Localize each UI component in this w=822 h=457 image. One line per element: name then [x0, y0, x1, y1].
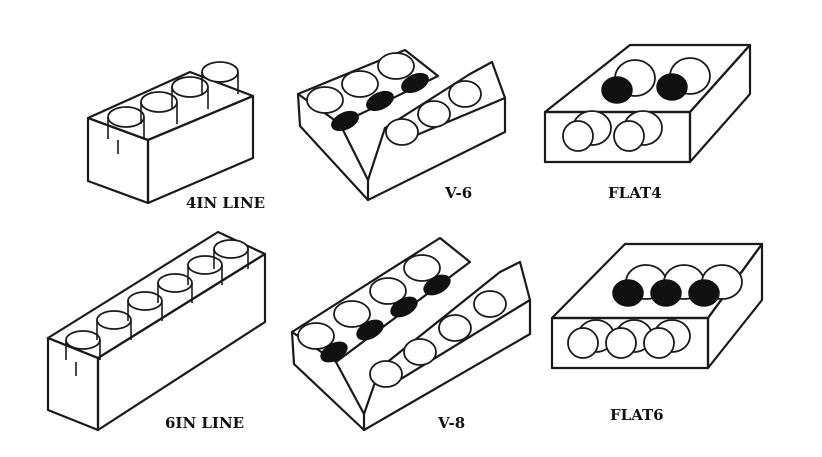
flat6-cylinder [644, 320, 690, 358]
v6-engine-block [298, 50, 505, 200]
v8-right-bank-cylinder [474, 291, 506, 317]
v8-label: V-8 [437, 414, 465, 432]
inline6-cylinder [188, 256, 222, 285]
v8-engine-block [292, 238, 530, 430]
v6-right-bank-cylinder [449, 81, 481, 107]
flat4-engine-block [545, 45, 750, 162]
v8-right-bank-cylinder [404, 339, 436, 365]
flat4-label: FLAT4 [608, 184, 662, 202]
v8-left-bank-piston [298, 323, 350, 366]
v6-label: V-6 [444, 184, 472, 202]
inline6-label: 6IN LINE [165, 414, 244, 432]
v6-right-bank-cylinder [418, 101, 450, 127]
v8-right-bank-cylinder [439, 315, 471, 341]
v8-left-bank-piston [370, 278, 420, 321]
flat6-engine-block [552, 244, 762, 368]
v8-left-bank-piston [334, 301, 386, 344]
flat4-cylinder [614, 111, 662, 151]
v6-right-bank-cylinder [386, 119, 418, 145]
v8-left-bank-piston [404, 255, 453, 299]
v6-left-bank-piston [378, 53, 431, 96]
inline6-cylinder [158, 274, 192, 303]
inline4-cylinder [108, 107, 144, 139]
flat4-piston [602, 60, 655, 103]
flat4-piston [657, 58, 710, 100]
flat4-cylinder [563, 111, 611, 151]
inline6-cylinder [97, 311, 131, 340]
v8-right-bank-cylinder [370, 361, 402, 387]
inline4-label: 4IN LINE [186, 194, 265, 212]
flat6-label: FLAT6 [610, 406, 664, 424]
inline6-engine-block [48, 232, 265, 430]
inline4-engine-block [88, 62, 253, 203]
inline6-cylinder [128, 292, 162, 321]
